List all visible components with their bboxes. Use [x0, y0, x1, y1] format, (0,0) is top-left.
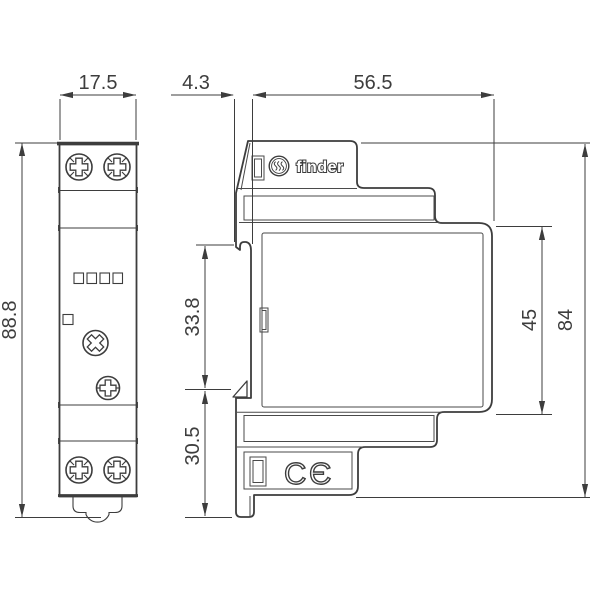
selector-knob-icon: [82, 329, 109, 357]
potentiometer-screw-icon: [95, 375, 121, 401]
front-view: [57, 141, 139, 523]
dim-front-width: 17.5: [59, 72, 137, 140]
dim-body-depth: 56.5: [253, 72, 495, 221]
dim-overall-height-label: 84: [555, 309, 577, 331]
screw-top-right-icon: [103, 153, 131, 181]
dim-panel-height-label: 45: [519, 309, 541, 331]
dim-overall-height: 84: [356, 142, 590, 498]
ce-mark-c: C: [284, 456, 306, 491]
side-view: finder C Є: [232, 140, 493, 518]
ce-mark-e: Є: [309, 456, 331, 491]
dim-panel-height: 45: [496, 226, 552, 415]
screw-bottom-left-icon: [65, 456, 93, 484]
screw-bottom-right-icon: [103, 456, 131, 484]
dim-din-recess: 4.3: [171, 72, 253, 244]
front-section-dividers: [58, 187, 138, 444]
dim-front-height: 88.8: [0, 142, 101, 518]
dim-front-width-label: 17.5: [79, 72, 118, 94]
dim-front-height-label: 88.8: [0, 301, 21, 340]
dim-lower-section-label: 30.5: [182, 427, 204, 466]
dimension-annotations: 17.5 4.3 56.5 88.8: [0, 72, 590, 518]
dim-din-recess-label: 4.3: [182, 72, 210, 94]
side-silhouette: [235, 140, 493, 518]
brand-emblem-icon: [268, 155, 290, 177]
indicator-window: [62, 313, 74, 326]
din-latch: [232, 380, 248, 398]
side-panel-rects: [243, 155, 484, 490]
screw-top-left-icon: [65, 153, 93, 181]
side-panel-lines: [237, 142, 444, 516]
dim-upper-section: 33.8: [182, 244, 234, 390]
ce-mark: C Є: [283, 455, 332, 491]
din-clip: [72, 496, 123, 523]
led-indicator-row: [73, 272, 124, 285]
front-body-outline: [58, 142, 138, 498]
dim-upper-section-label: 33.8: [182, 298, 204, 337]
dim-body-depth-label: 56.5: [354, 72, 393, 94]
brand-logo: finder: [268, 155, 344, 177]
brand-logo-text: finder: [296, 159, 343, 176]
dim-lower-section: 30.5: [182, 391, 232, 518]
